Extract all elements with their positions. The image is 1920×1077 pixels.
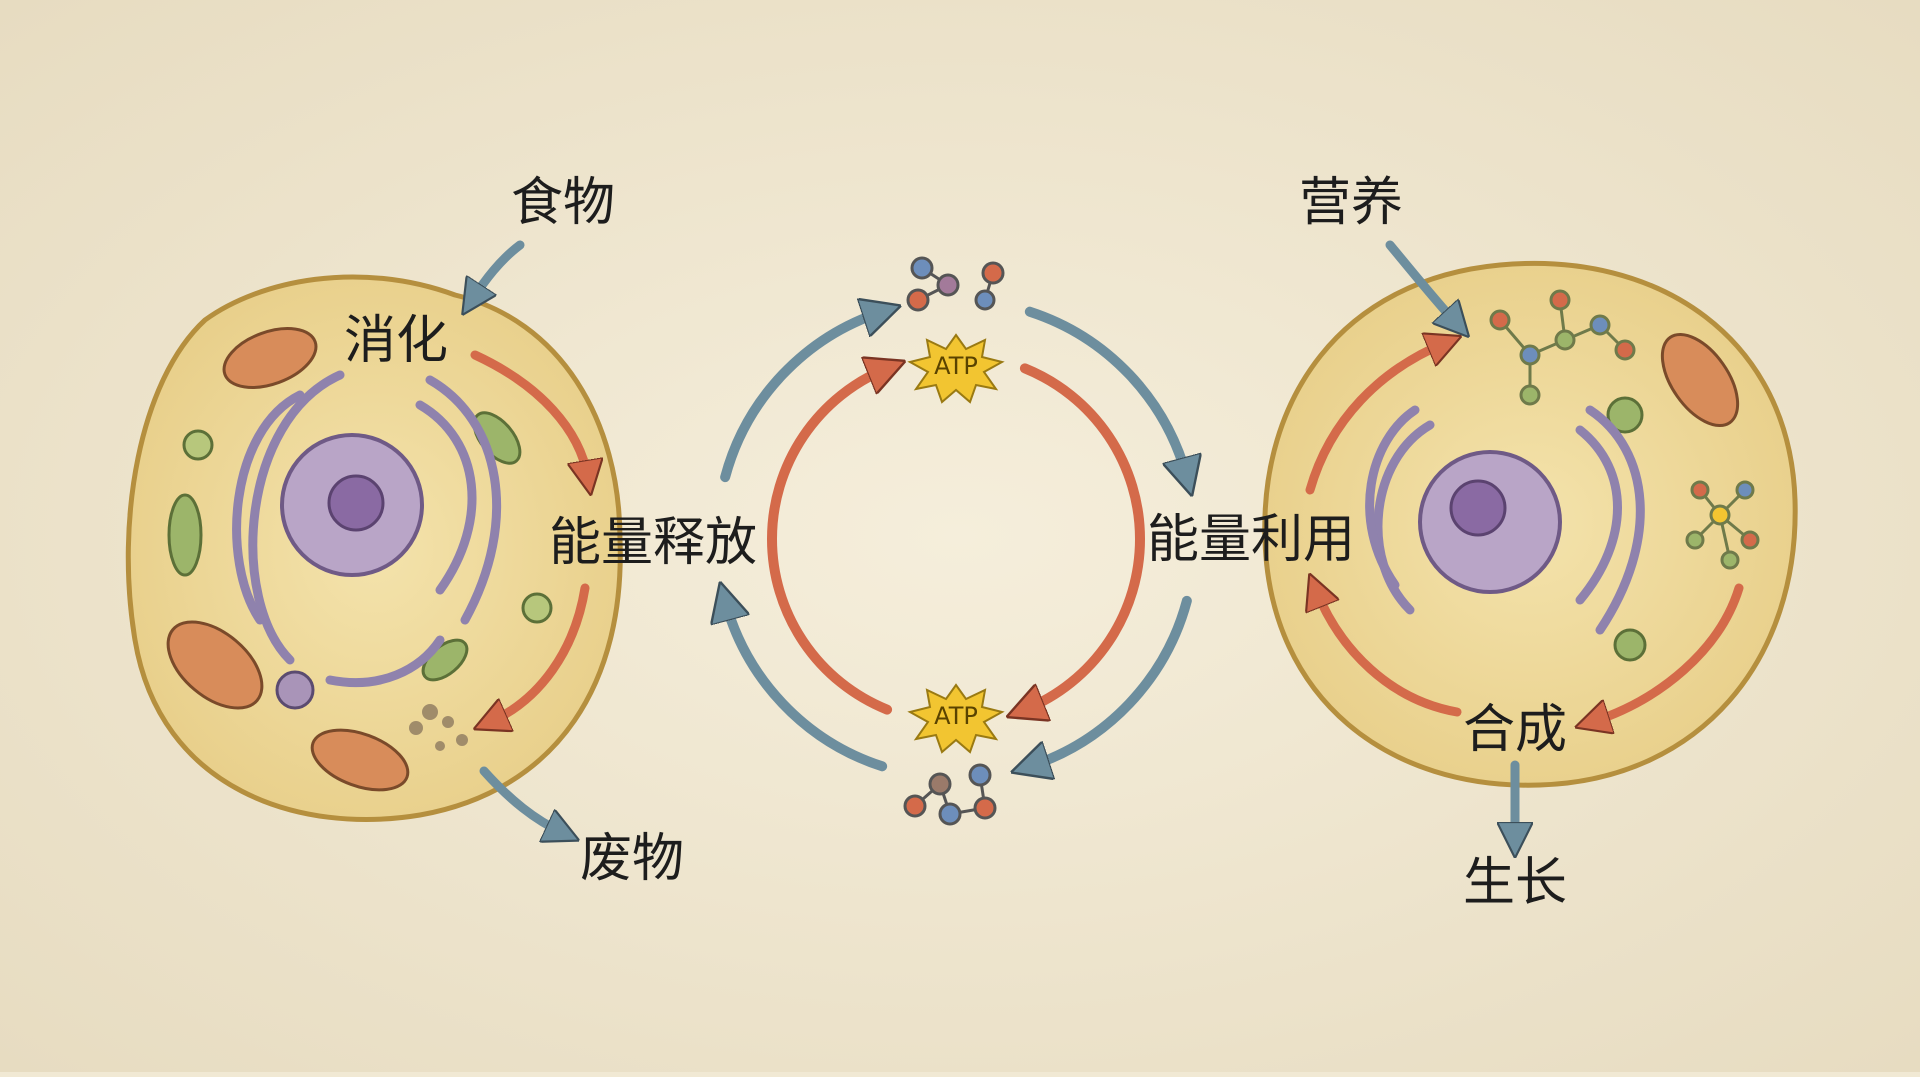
adp-molecule-top	[906, 256, 1005, 312]
growth-label: 生长	[1463, 853, 1567, 913]
release-arrow	[490, 583, 590, 722]
right-cell	[1262, 260, 1798, 788]
left-cell-arrows	[470, 240, 590, 833]
outer-arrow-bottom-left	[725, 601, 888, 772]
nutrient-molecule	[1685, 480, 1760, 570]
atp-bottom: ATP	[907, 683, 1005, 754]
mitochondrion	[1660, 332, 1740, 428]
left-nucleolus	[327, 474, 385, 532]
digest-arrow	[470, 350, 588, 478]
inner-arrow-left	[767, 368, 887, 715]
nutrient-molecule	[1489, 289, 1636, 406]
atp-burst-icon	[907, 333, 1005, 404]
synthesis-return-arrow	[1316, 590, 1462, 717]
vesicle	[275, 670, 315, 710]
energy-use-label: 能量利用	[1147, 510, 1355, 570]
nutrient-in-arrow	[1385, 240, 1457, 324]
waste-out-arrow	[479, 766, 563, 833]
left-cell	[125, 274, 623, 822]
food-in-arrow	[472, 240, 525, 300]
waste-particles	[409, 704, 468, 751]
atp-top-label: ATP	[934, 352, 978, 380]
endoplasmic-reticulum	[232, 370, 502, 688]
endoplasmic-reticulum	[1365, 405, 1645, 635]
vesicle	[1613, 628, 1647, 662]
chloroplast	[167, 493, 203, 577]
waste-label: 废物	[580, 829, 684, 889]
outer-arrow-top-left	[720, 312, 882, 483]
mitochondrion	[310, 728, 410, 792]
mitochondrion	[222, 327, 318, 389]
atp-cycle-arrows	[725, 312, 1187, 767]
atp-bottom-label: ATP	[934, 702, 978, 730]
digestion-label: 消化	[344, 311, 448, 371]
outer-arrow-top-right	[1024, 306, 1187, 477]
energy-use-arrow	[1305, 343, 1445, 495]
vesicle	[182, 429, 214, 461]
nutrition-label: 营养	[1299, 173, 1403, 233]
outer-arrow-bottom-right	[1030, 595, 1192, 766]
inner-arrow-right	[1025, 363, 1145, 709]
mitochondrion	[166, 620, 264, 710]
atp-burst-icon	[907, 683, 1005, 754]
energy-release-label: 能量释放	[549, 513, 757, 573]
food-label: 食物	[511, 173, 615, 233]
synthesis-label: 合成	[1463, 700, 1567, 760]
vesicle	[1606, 396, 1644, 434]
synthesis-in-arrow	[1592, 583, 1744, 722]
right-nucleolus	[1449, 479, 1507, 537]
right-cell-arrows	[1305, 240, 1744, 840]
vesicle	[521, 592, 553, 624]
atp-top: ATP	[907, 333, 1005, 404]
adp-molecule-bottom	[903, 763, 997, 826]
